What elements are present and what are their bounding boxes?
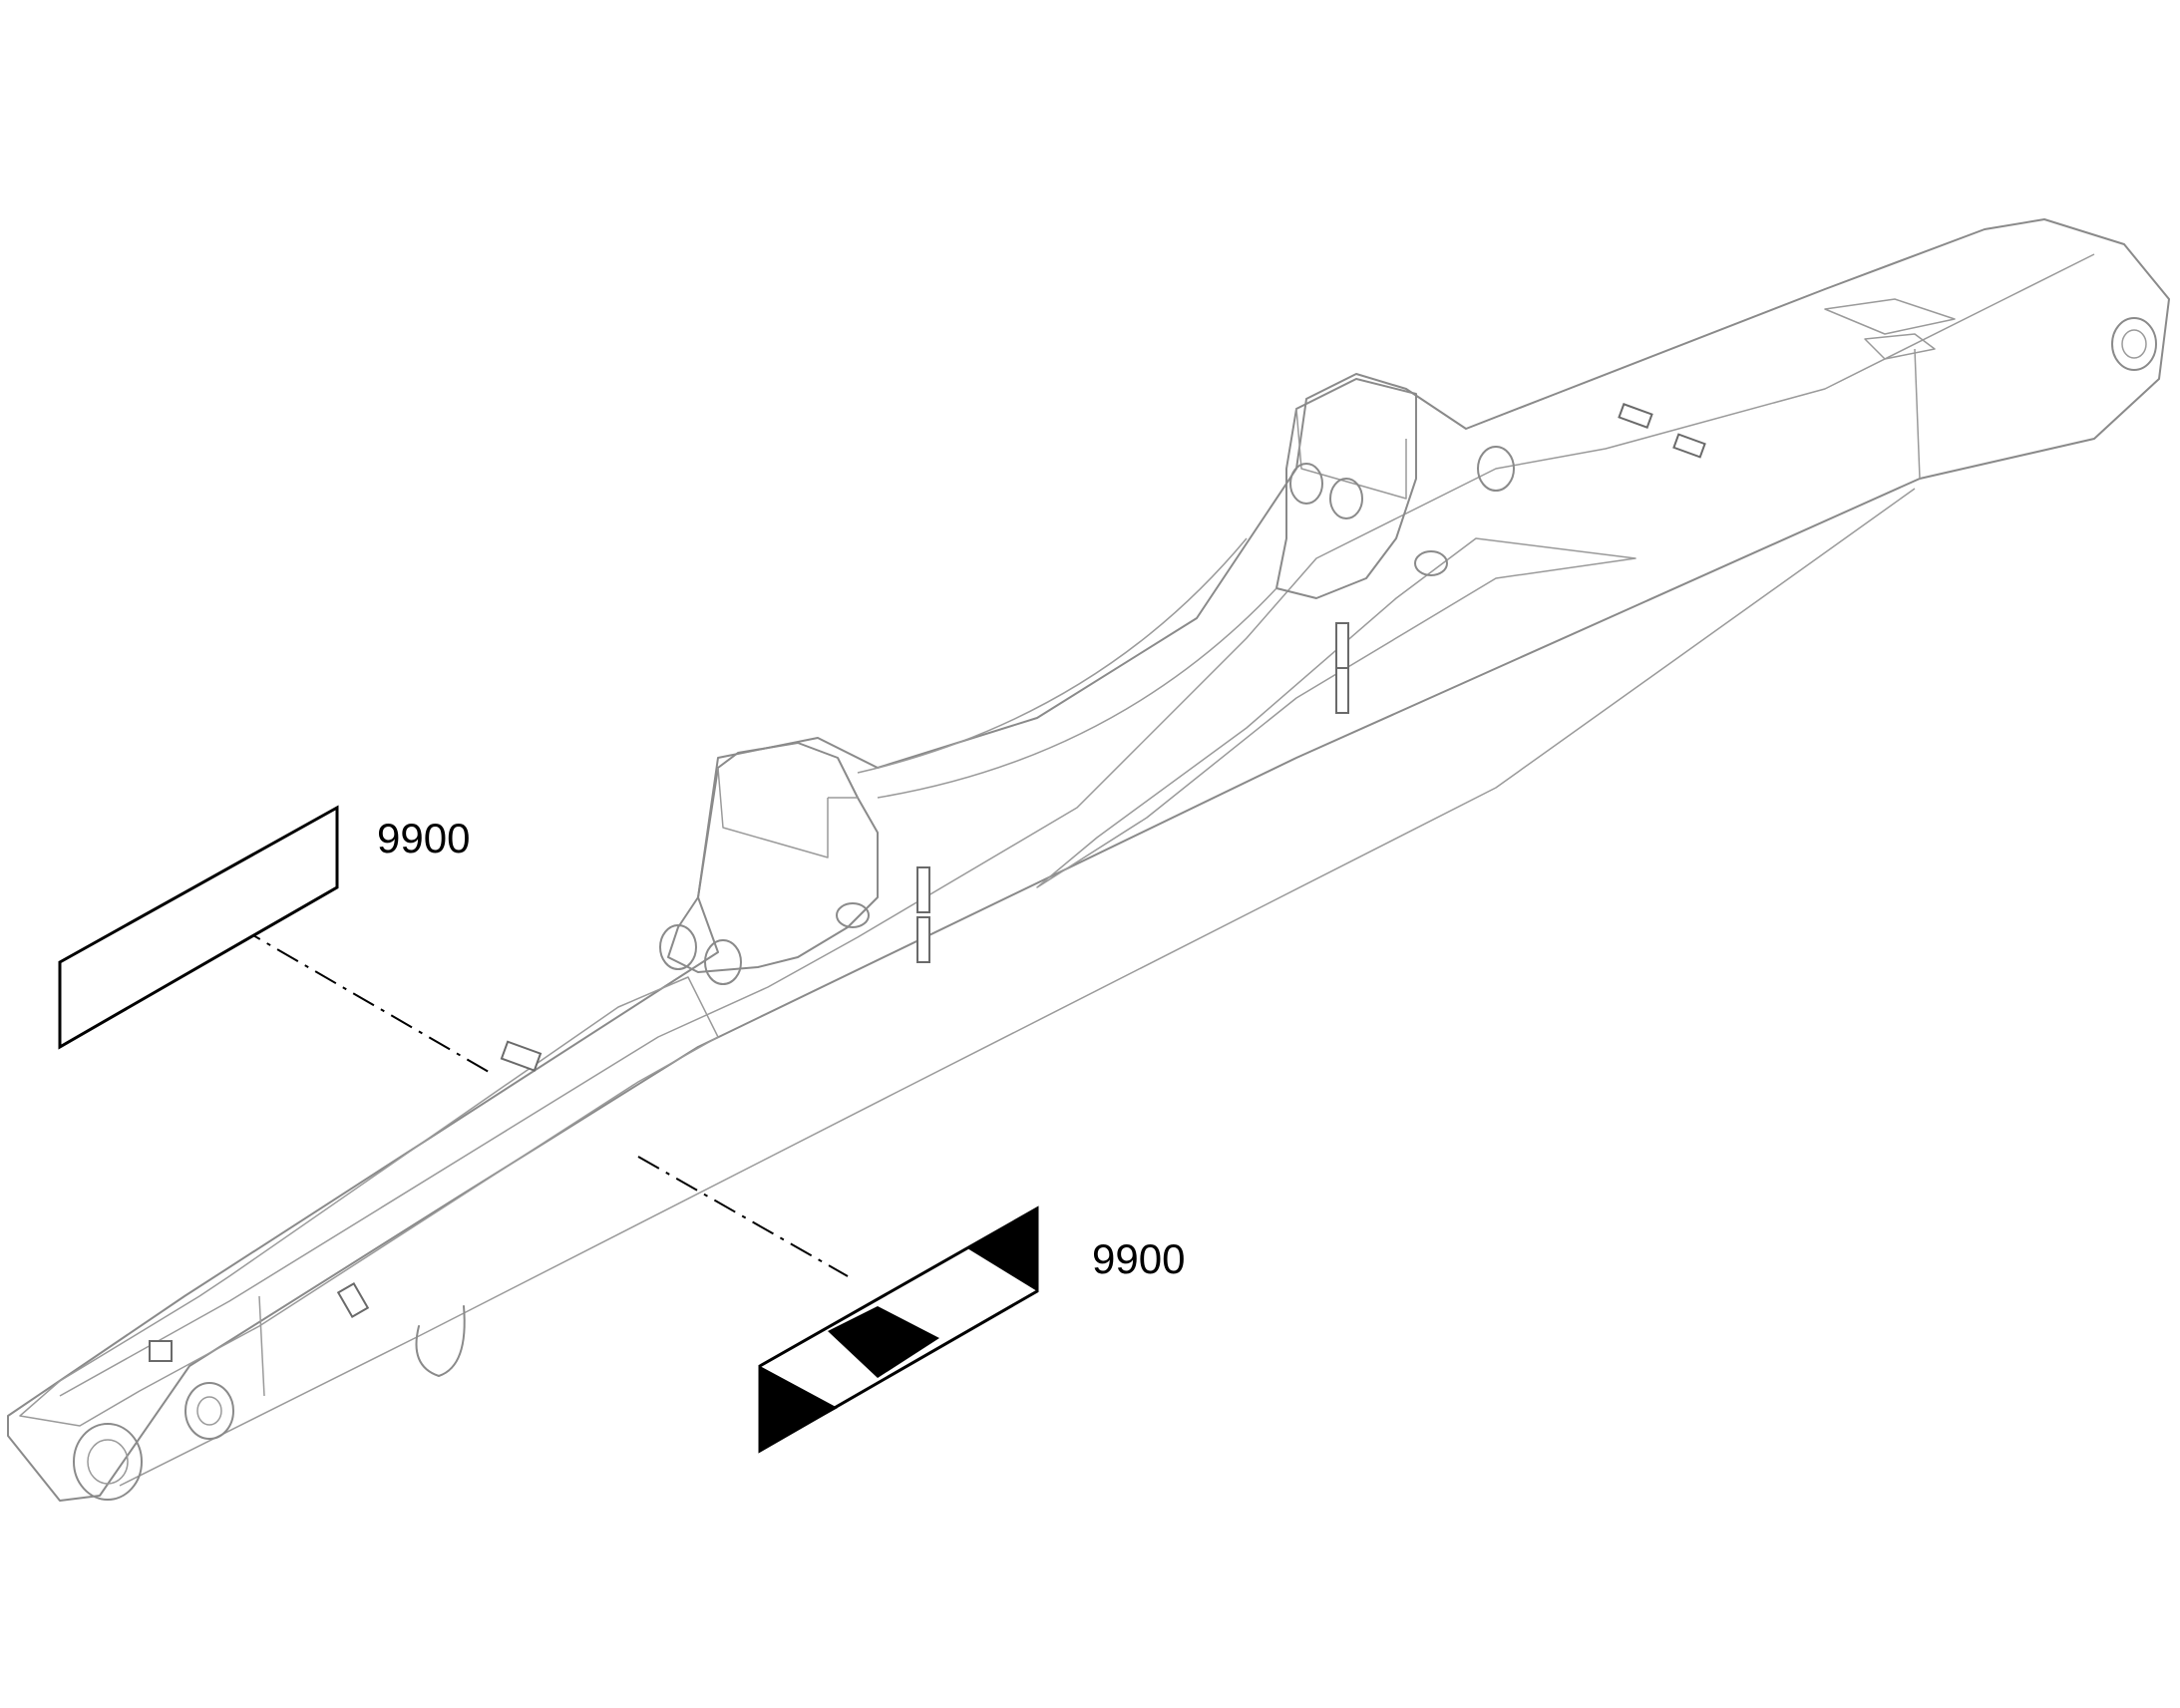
rear-bracket-pin-a <box>1289 463 1323 505</box>
boom-bracket-front-box <box>717 767 858 858</box>
boom-underside-lug <box>415 1305 466 1377</box>
boom-nose-pin-inner <box>87 1439 129 1485</box>
leader-line-striped <box>637 1156 849 1277</box>
front-bracket-pin-b <box>704 939 742 985</box>
boom-nose-seam <box>258 1295 265 1397</box>
boom-front-face <box>19 976 719 1427</box>
mount-block-9 <box>1672 433 1706 459</box>
boom-tail-pin-inner <box>2121 329 2147 359</box>
rear-bracket-pin-c <box>1477 446 1515 492</box>
plain-decal <box>58 805 339 1050</box>
mount-block-3 <box>1335 622 1349 669</box>
boom-bracket-rear <box>1275 378 1417 599</box>
mount-block-1 <box>916 866 930 913</box>
callout-label-striped: 9900 <box>1092 1235 1185 1282</box>
callout-label-plain: 9900 <box>377 815 470 861</box>
mount-block-5 <box>500 1040 543 1072</box>
mount-block-4 <box>1335 667 1349 714</box>
stripe-3 <box>967 1208 1037 1291</box>
mount-block-6 <box>149 1340 173 1362</box>
side-plate-hole <box>1414 550 1448 576</box>
boom-arm <box>7 218 2170 1502</box>
boom-tail-seam <box>1914 348 1921 480</box>
boom-bracket-rear-box <box>1295 408 1407 500</box>
stripe-1 <box>760 1366 838 1451</box>
boom-arch <box>857 537 1277 799</box>
stripe-2 <box>828 1306 939 1378</box>
rear-top-plates <box>1824 298 1956 360</box>
boom-nose-pin <box>73 1423 143 1501</box>
boom-outer-outline <box>7 218 2170 1502</box>
boom-diagonal-brace <box>1036 537 1636 888</box>
front-bracket-pin-a <box>659 924 697 970</box>
front-side-hole <box>836 902 870 928</box>
rear-bracket-pin-b <box>1329 478 1363 519</box>
boom-tail-pin <box>2111 317 2157 371</box>
boom-bracket-front <box>667 742 879 973</box>
mount-block-7 <box>336 1282 370 1318</box>
striped-decal <box>758 1205 1039 1454</box>
mount-block-2 <box>916 916 930 963</box>
boom-lower-edge <box>119 488 1916 1487</box>
mount-block-8 <box>1618 403 1653 429</box>
leader-line-plain <box>238 926 490 1073</box>
mounting-blocks <box>149 403 1706 1362</box>
boom-nose-pin-2 <box>184 1382 234 1440</box>
boom-top-ridge <box>59 253 2095 1397</box>
boom-nose-pin-2-inner <box>196 1396 222 1426</box>
